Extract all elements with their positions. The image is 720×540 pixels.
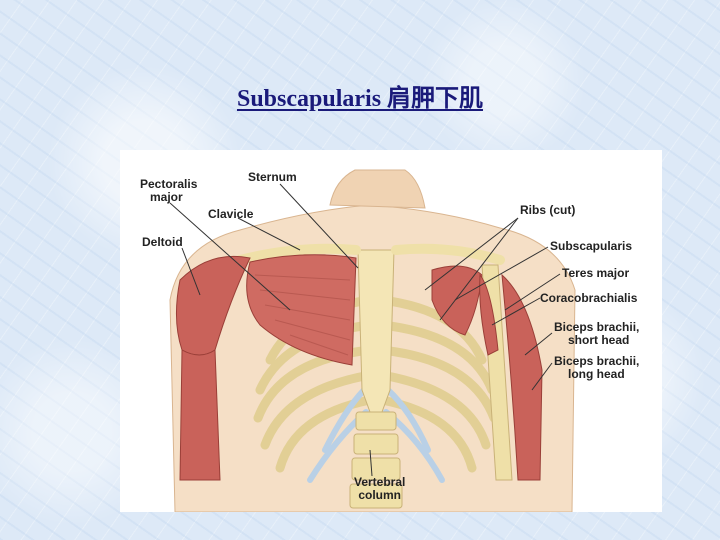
chest-muscle-drawing	[169, 169, 576, 512]
label-biceps-short-head: Biceps brachii, short head	[554, 320, 640, 347]
label-teres-major: Teres major	[562, 266, 630, 280]
sternum	[357, 249, 395, 413]
label-sternum: Sternum	[248, 170, 297, 184]
label-vertebral-column: Vertebral column	[354, 475, 406, 502]
left-arm-muscle	[179, 349, 221, 481]
vertebral-column-drawing	[349, 411, 403, 509]
anatomy-illustration: Pectoralis major Sternum Clavicle Deltoi…	[120, 150, 662, 512]
leader-lines	[169, 183, 561, 477]
pectoralis-major-muscle	[246, 254, 357, 366]
label-ribs-cut: Ribs (cut)	[520, 203, 576, 217]
subscapularis-muscle	[431, 265, 483, 336]
coracobrachialis-muscle	[479, 273, 499, 356]
neck	[329, 169, 426, 209]
label-biceps-long-head: Biceps brachii, long head	[554, 354, 640, 381]
biceps-muscle	[501, 273, 543, 481]
label-clavicle: Clavicle	[208, 207, 254, 221]
clavicle-right	[391, 243, 505, 265]
label-deltoid: Deltoid	[142, 235, 183, 249]
slide-title: Subscapularis 肩胛下肌	[236, 86, 484, 112]
label-pectoralis-major: Pectoralis major	[140, 177, 198, 204]
label-coracobrachialis: Coracobrachialis	[540, 291, 638, 305]
label-subscapularis: Subscapularis	[550, 239, 633, 253]
